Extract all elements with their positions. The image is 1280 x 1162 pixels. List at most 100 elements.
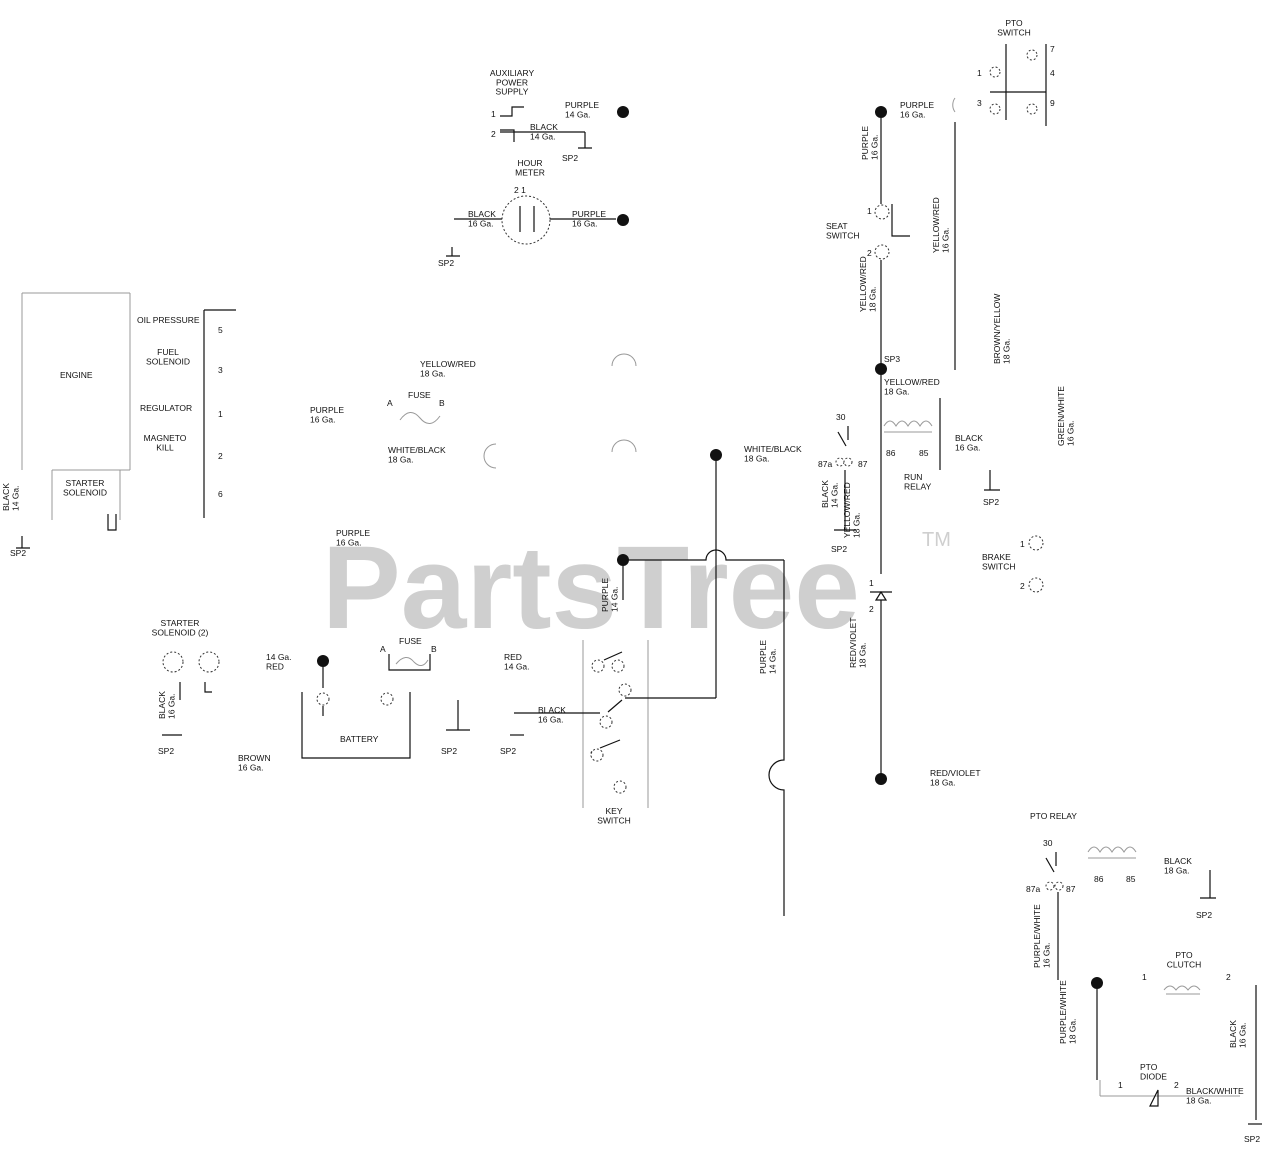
run-relay-86: 86 [886,448,896,458]
pto-pin-3: 3 [977,98,982,108]
pto-relay-87a: 87a [1026,884,1040,894]
pto-relay-85: 85 [1126,874,1136,884]
solenoid-sp2: SP2 [158,746,174,756]
yellow-red-lower-label: YELLOW/RED18 Ga. [842,482,861,538]
seat-pin1: 1 [867,206,872,216]
aux-purple-node [617,106,629,118]
pto-pin-9: 9 [1050,98,1055,108]
engine-pin3: 3 [218,365,223,375]
fuse-top-a: A [387,398,393,408]
aux-pin1: 1 [491,109,496,119]
run-relay-85: 85 [919,448,929,458]
purple-white-lower-label: PURPLE/WHITE18 Ga. [1058,980,1077,1044]
white-black-node [710,449,722,461]
engine-black-label: BLACK14 Ga. [1,483,20,511]
run-relay-30: 30 [836,412,846,422]
pto-pin-7: 7 [1050,44,1055,54]
pto-relay-87: 87 [1066,884,1076,894]
battery-pos-node [317,655,329,667]
fuse2-a: A [380,644,386,654]
bottom-sp2: SP2 [1244,1134,1260,1144]
key-switch: PURPLE14 Ga. B A M S1 S2 BLACK16 Ga. SP2… [500,549,736,825]
yellow-red-vert-label: YELLOW/RED18 Ga. [858,256,877,312]
brown-yellow-label: BROWN/YELLOW18 Ga. [992,294,1011,364]
aux-sp2: SP2 [562,153,578,163]
watermark-tm: TM [922,529,951,551]
run-relay-87a: 87a [818,459,832,469]
key-purple-label: PURPLE14 Ga. [600,578,619,612]
pto-diode-pin2: 2 [1174,1080,1179,1090]
purple-white-vert-label: PURPLE/WHITE16 Ga. [1032,904,1051,968]
red-violet-node [875,773,887,785]
pto-relay-label: PTO RELAY [1030,811,1077,821]
red-14-left-label: 14 Ga.RED [266,652,292,671]
engine-pin6: 6 [218,489,223,499]
pto-relay-86: 86 [1094,874,1104,884]
purple-top-node [875,106,887,118]
key-purple-node [617,554,629,566]
pto-relay-30: 30 [1043,838,1053,848]
yellow-red-long-label: YELLOW/RED16 Ga. [931,197,950,253]
pto-pin-1: 1 [977,68,982,78]
purple-vertical-label: PURPLE14 Ga. [758,640,777,674]
diode-pin2: 2 [869,604,874,614]
key-sp2: SP2 [500,746,516,756]
red-violet-vert-label: RED/VIOLET18 Ga. [848,617,867,668]
seat-pin2: 2 [867,248,872,258]
engine-pin1: 1 [218,409,223,419]
purple-white-node [1091,977,1103,989]
engine-pin2: 2 [218,451,223,461]
green-white-label: GREEN/WHITE16 Ga. [1056,386,1075,446]
pto-diode-pin1: 1 [1118,1080,1123,1090]
diode-pin1: 1 [869,578,874,588]
hour-sp2: SP2 [438,258,454,268]
engine-sp2: SP2 [10,548,26,558]
battery-label: BATTERY [340,734,379,744]
sp3-node [875,363,887,375]
oil-pressure-label: OIL PRESSURE [137,315,200,325]
black-16-right-label: BLACK16 Ga. [1228,1020,1247,1048]
fuse2-b: B [431,644,437,654]
hour-pins: 2 1 [514,185,526,195]
watermark: PartsTree [322,522,860,654]
hour-purple-node [617,214,629,226]
sp3-label: SP3 [884,354,900,364]
brake-pin2: 2 [1020,581,1025,591]
fuse2-label: FUSE [399,636,422,646]
engine-pin5: 5 [218,325,223,335]
run-relay-sp2b: SP2 [831,544,847,554]
battery-sp2: SP2 [441,746,457,756]
